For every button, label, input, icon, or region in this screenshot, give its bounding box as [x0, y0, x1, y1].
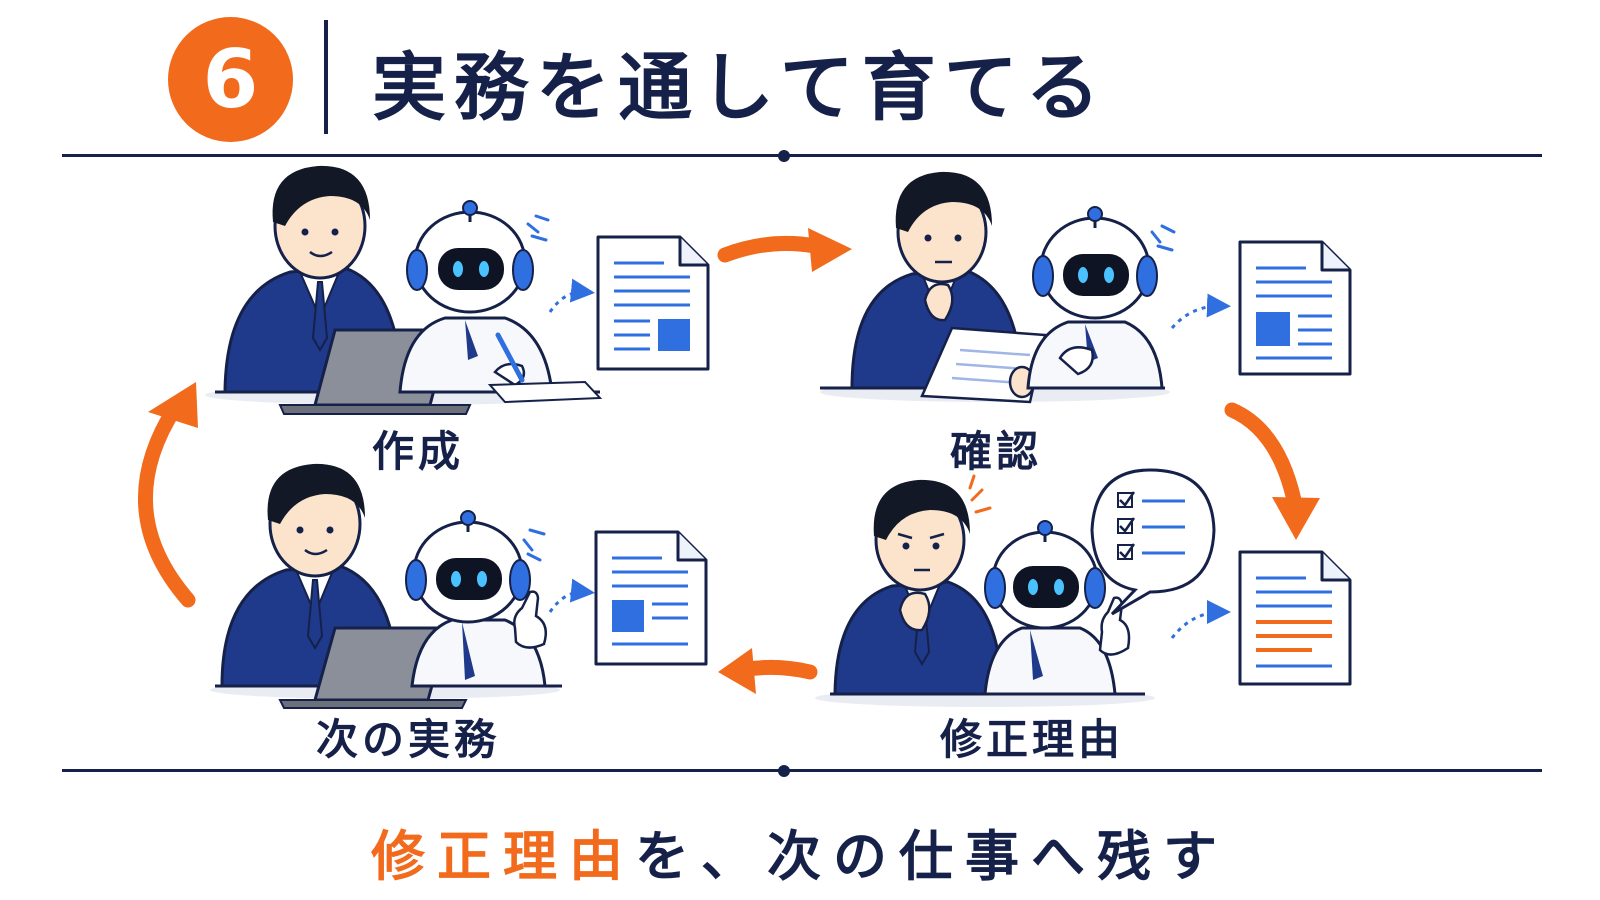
step-label-create: 作成	[372, 427, 465, 476]
step-number-badge: 6	[168, 17, 293, 142]
title-divider	[324, 20, 328, 134]
bottom-divider	[62, 769, 1542, 772]
scene-create	[205, 165, 710, 415]
speech-bubble	[1090, 468, 1216, 616]
dotted-arrow	[548, 578, 595, 613]
checklist-icon	[1117, 491, 1185, 560]
businessman-figure	[833, 474, 1004, 696]
tagline: 修正理由を、次の仕事へ残す	[0, 812, 1600, 891]
arrow-next-to-create	[137, 400, 196, 608]
step-label-review: 確認	[950, 427, 1043, 476]
scene-correction-reason	[815, 468, 1352, 707]
robot-figure	[1026, 206, 1176, 390]
header: 6 実務を通して育てる	[0, 0, 1600, 150]
tagline-rest: を、次の仕事へ残す	[635, 825, 1229, 888]
dotted-arrow	[1170, 600, 1231, 639]
arrow-review-to-correction	[1224, 402, 1302, 508]
top-divider-dot	[778, 150, 790, 162]
tagline-highlight: 修正理由	[371, 825, 635, 888]
top-divider	[62, 154, 1542, 157]
document-icon	[1238, 550, 1352, 686]
robot-figure	[405, 510, 547, 688]
dotted-arrow	[1170, 293, 1231, 329]
document-icon	[596, 235, 710, 371]
document-icon	[1238, 240, 1352, 376]
step-label-next-task: 次の実務	[316, 715, 501, 764]
bottom-divider-dot	[778, 765, 790, 777]
dotted-arrow	[548, 278, 595, 313]
arrow-create-to-review	[717, 235, 823, 263]
scene-review	[820, 171, 1352, 404]
document-icon	[594, 530, 708, 666]
page-title: 実務を通して育てる	[372, 45, 1108, 131]
step-label-correction-reason: 修正理由	[940, 715, 1125, 764]
robot-figure	[398, 200, 603, 404]
scene-next-task	[210, 463, 708, 709]
robot-figure	[983, 520, 1131, 696]
cycle-arrowheads	[148, 228, 1320, 694]
